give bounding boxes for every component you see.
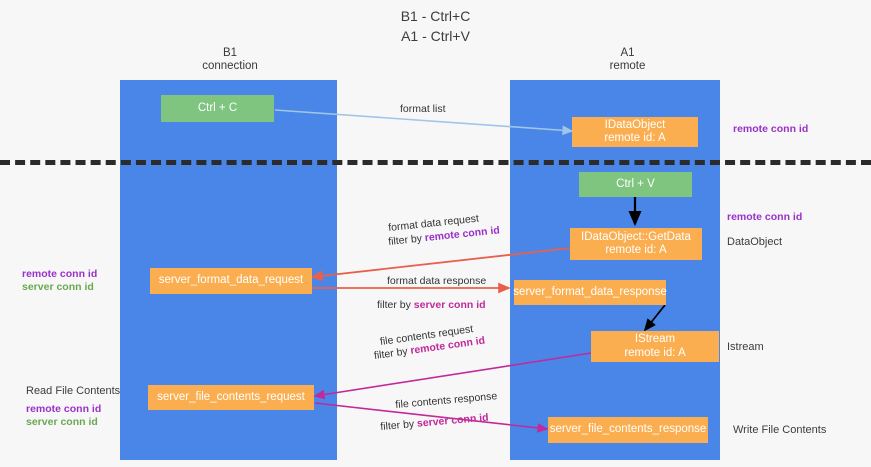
annotation-remote-conn-id-mid: remote conn id: [727, 211, 803, 223]
annotation-remote-conn-id-top: remote conn id: [733, 123, 809, 135]
edge-label-file-contents-response: file contents response: [394, 390, 498, 412]
box-server-format-data-response-label: server_format_data_response: [513, 285, 667, 298]
box-getdata-line2: remote id: A: [605, 244, 667, 256]
box-server-format-data-response[interactable]: server_format_data_response: [513, 280, 667, 305]
box-idataobject-line2: remote id: A: [604, 132, 666, 144]
box-getdata[interactable]: IDataObject::GetData remote id: A: [570, 228, 702, 260]
box-ctrl-v-label: Ctrl + V: [616, 177, 655, 190]
annotation-left-server-conn-id: server conn id: [22, 281, 94, 293]
box-idataobject[interactable]: IDataObject remote id: A: [572, 117, 698, 147]
server-conn-id-text-1: server conn id: [413, 299, 486, 311]
box-idataobject-line1: IDataObject: [604, 118, 666, 131]
box-ctrl-c-label: Ctrl + C: [197, 101, 238, 114]
annotation-write-file-contents: Write File Contents: [733, 424, 827, 436]
edge-label-filter-by-server-conn-1: filter by server conn id: [377, 299, 486, 312]
server-conn-id-text-2: server conn id: [416, 411, 490, 430]
box-ctrl-v[interactable]: Ctrl + V: [579, 172, 692, 197]
box-server-file-contents-response-label: server_file_contents_response: [549, 423, 707, 436]
box-server-format-data-request-label: server_format_data_request: [158, 274, 304, 287]
box-istream[interactable]: IStream remote id: A: [591, 331, 719, 362]
box-istream-line2: remote id: A: [624, 346, 686, 359]
box-getdata-line1: IDataObject::GetData: [581, 230, 691, 243]
annotation-left-server-conn-id-2: server conn id: [26, 416, 98, 428]
filter-by-text-1: filter by: [387, 232, 423, 249]
filter-by-text-4: filter by: [379, 418, 415, 434]
filter-by-text-2: filter by: [377, 299, 411, 311]
box-server-file-contents-response[interactable]: server_file_contents_response: [548, 417, 708, 443]
annotation-left-remote-conn-id-2: remote conn id: [26, 403, 102, 415]
page-title: B1 - Ctrl+C A1 - Ctrl+V: [400, 8, 471, 44]
filter-by-text-3: filter by: [373, 345, 409, 363]
edge-label-format-list: format list: [400, 103, 446, 115]
lane-header-a1: A1 remote: [609, 47, 646, 72]
phase-divider: [0, 160, 871, 165]
annotation-istream: Istream: [727, 341, 764, 353]
box-server-file-contents-request[interactable]: server_file_contents_request: [148, 385, 314, 410]
box-istream-line1: IStream: [634, 333, 676, 345]
edge-label-filter-by-server-conn-2: filter by server conn id: [380, 412, 489, 434]
annotation-dataobject: DataObject: [727, 236, 783, 248]
lane-header-b1: B1 connection: [202, 47, 258, 72]
box-ctrl-c[interactable]: Ctrl + C: [161, 95, 274, 122]
box-server-format-data-request[interactable]: server_format_data_request: [150, 268, 312, 294]
annotation-left-remote-conn-id: remote conn id: [22, 268, 98, 280]
annotation-read-file-contents: Read File Contents: [26, 385, 121, 397]
edge-label-format-data-response: format data response: [387, 275, 487, 287]
box-server-file-contents-request-label: server_file_contents_request: [157, 390, 305, 403]
